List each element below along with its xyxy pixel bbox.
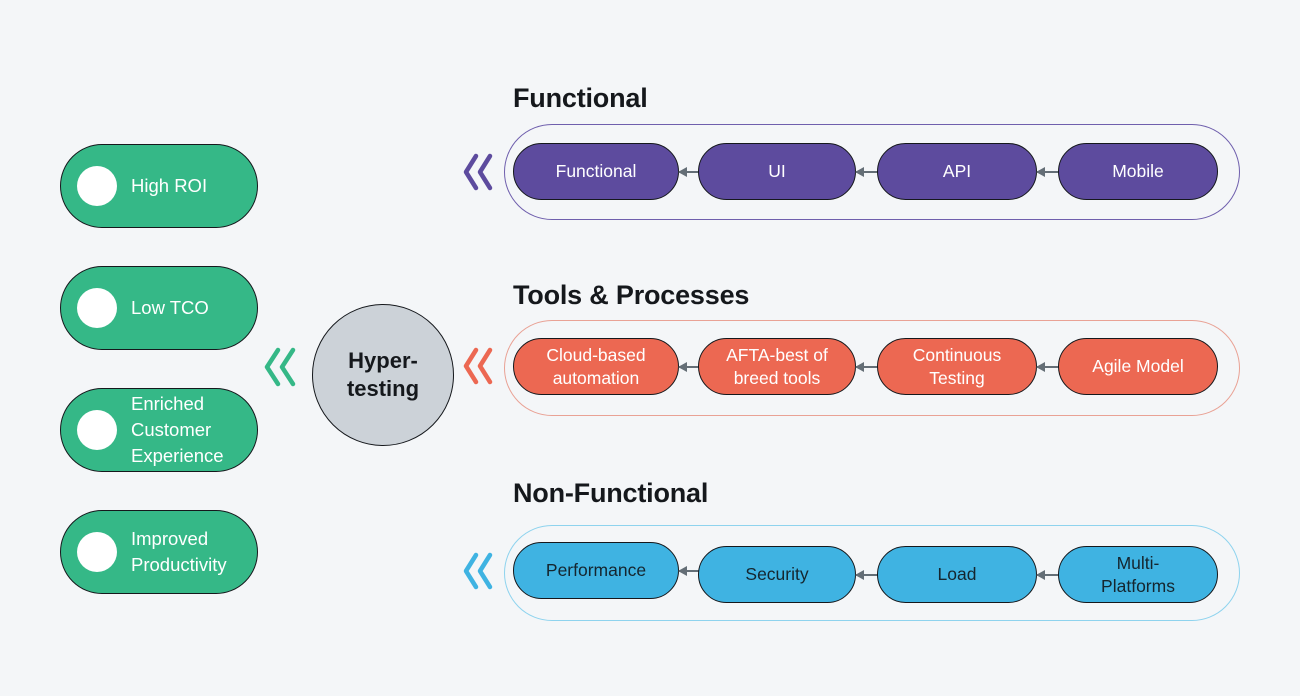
connector-arrow xyxy=(1036,167,1059,177)
double-chevron-left-icon-nonfunctional xyxy=(461,549,495,593)
node-functional-mobile[interactable]: Mobile xyxy=(1058,143,1218,200)
node-functional-functional[interactable]: Functional xyxy=(513,143,679,200)
node-tools-agile-model[interactable]: Agile Model xyxy=(1058,338,1218,395)
benefit-pill-high-roi[interactable]: High ROI xyxy=(60,144,258,228)
section-container-tools-processes xyxy=(504,320,1240,416)
node-nonfunctional-load[interactable]: Load xyxy=(877,546,1037,603)
section-title-non-functional: Non-Functional xyxy=(513,478,709,508)
node-label: Functional xyxy=(555,161,637,181)
node-functional-api[interactable]: API xyxy=(877,143,1037,200)
node-label: API xyxy=(942,161,972,181)
hub-circle-hyper-testing[interactable]: Hyper- testing xyxy=(312,304,454,446)
section-title-functional: Functional xyxy=(513,83,648,113)
benefit-pill-low-tco[interactable]: Low TCO xyxy=(60,266,258,350)
node-nonfunctional-multi-platforms[interactable]: Multi- Platforms xyxy=(1058,546,1218,603)
node-label: Agile Model xyxy=(1092,356,1184,376)
node-label: AFTA-best of breed tools xyxy=(726,344,828,388)
node-label: UI xyxy=(768,161,786,181)
connector-arrow xyxy=(678,362,701,372)
node-label: Performance xyxy=(545,560,647,580)
benefit-label: Low TCO xyxy=(131,297,209,318)
double-chevron-left-icon-hub xyxy=(262,344,298,390)
connector-arrow xyxy=(678,167,701,177)
benefit-pill-improved-productivity[interactable]: Improved Productivity xyxy=(60,510,258,594)
node-nonfunctional-performance[interactable]: Performance xyxy=(513,542,679,599)
connector-arrow xyxy=(678,566,701,576)
section-container-functional xyxy=(504,124,1240,220)
node-label: Mobile xyxy=(1112,161,1164,181)
section-container-non-functional xyxy=(504,525,1240,621)
benefit-pill-enriched-customer-experience[interactable]: Enriched Customer Experience xyxy=(60,388,258,472)
white-circle-icon xyxy=(77,410,117,450)
double-chevron-left-icon-functional xyxy=(461,150,495,194)
node-tools-afta-best-of-breed-tools[interactable]: AFTA-best of breed tools xyxy=(698,338,856,395)
connector-arrow xyxy=(1036,362,1059,372)
hub-label: Hyper- testing xyxy=(346,348,420,401)
double-chevron-left-icon-tools xyxy=(461,344,495,388)
connector-arrow xyxy=(1036,570,1059,580)
node-label: Continuous Testing xyxy=(912,344,1002,388)
node-tools-cloud-based-automation[interactable]: Cloud-based automation xyxy=(513,338,679,395)
node-nonfunctional-security[interactable]: Security xyxy=(698,546,856,603)
connector-arrow xyxy=(855,167,878,177)
section-title-tools-processes: Tools & Processes xyxy=(513,280,750,310)
node-label: Security xyxy=(745,564,809,584)
node-label: Cloud-based automation xyxy=(546,344,646,388)
white-circle-icon xyxy=(77,166,117,206)
node-label: Multi- Platforms xyxy=(1101,552,1175,596)
benefit-label: Enriched Customer Experience xyxy=(131,393,224,466)
white-circle-icon xyxy=(77,288,117,328)
node-functional-ui[interactable]: UI xyxy=(698,143,856,200)
connector-arrow xyxy=(855,362,878,372)
connector-arrow xyxy=(855,570,878,580)
white-circle-icon xyxy=(77,532,117,572)
benefit-label: Improved Productivity xyxy=(131,528,227,575)
benefit-label: High ROI xyxy=(131,175,208,196)
node-tools-continuous-testing[interactable]: Continuous Testing xyxy=(877,338,1037,395)
node-label: Load xyxy=(937,564,977,584)
